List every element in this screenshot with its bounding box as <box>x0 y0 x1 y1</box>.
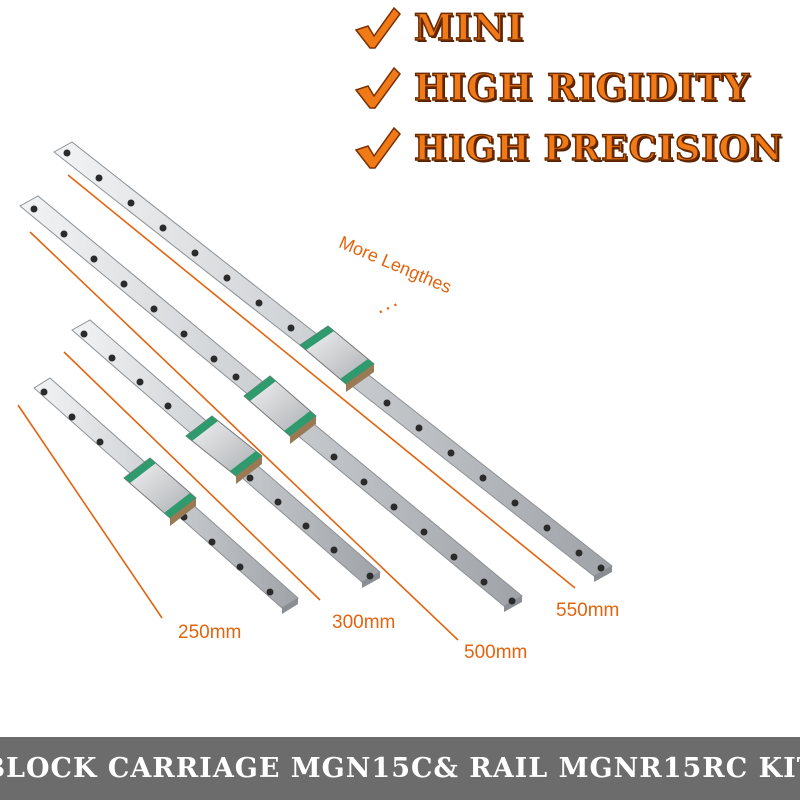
banner-title: BLOCK CARRIAGE MGN15C& RAIL MGNR15RC KIT <box>0 753 800 784</box>
feature-label: HIGH RIGIDITY <box>413 66 751 110</box>
product-banner: BLOCK CARRIAGE MGN15C& RAIL MGNR15RC KIT <box>0 737 800 800</box>
measure-line-550 <box>67 174 576 589</box>
check-icon <box>354 66 401 109</box>
length-label-550: 550mm <box>556 600 620 621</box>
check-icon <box>354 6 401 49</box>
measure-line-250 <box>17 404 163 619</box>
length-label-300: 300mm <box>332 612 396 633</box>
carriage-block-500 <box>243 375 317 444</box>
carriage-block-250 <box>123 457 197 526</box>
product-scene <box>17 141 613 641</box>
carriage-block-300 <box>185 415 263 484</box>
feature-label: HIGH PRECISION <box>413 127 784 170</box>
length-label-500: 500mm <box>464 642 528 663</box>
feature-mini: MINI <box>352 6 524 50</box>
feature-high-precision: HIGH PRECISION <box>352 126 783 170</box>
measure-line-500 <box>29 231 459 641</box>
measure-lines <box>17 174 576 641</box>
check-icon <box>354 126 401 169</box>
length-label-250: 250mm <box>178 622 242 643</box>
rail-holes <box>30 149 605 605</box>
carriage-block-550 <box>299 325 375 392</box>
feature-high-rigidity: HIGH RIGIDITY <box>352 66 750 110</box>
feature-label: MINI <box>413 6 525 50</box>
measure-line-300 <box>63 351 321 601</box>
